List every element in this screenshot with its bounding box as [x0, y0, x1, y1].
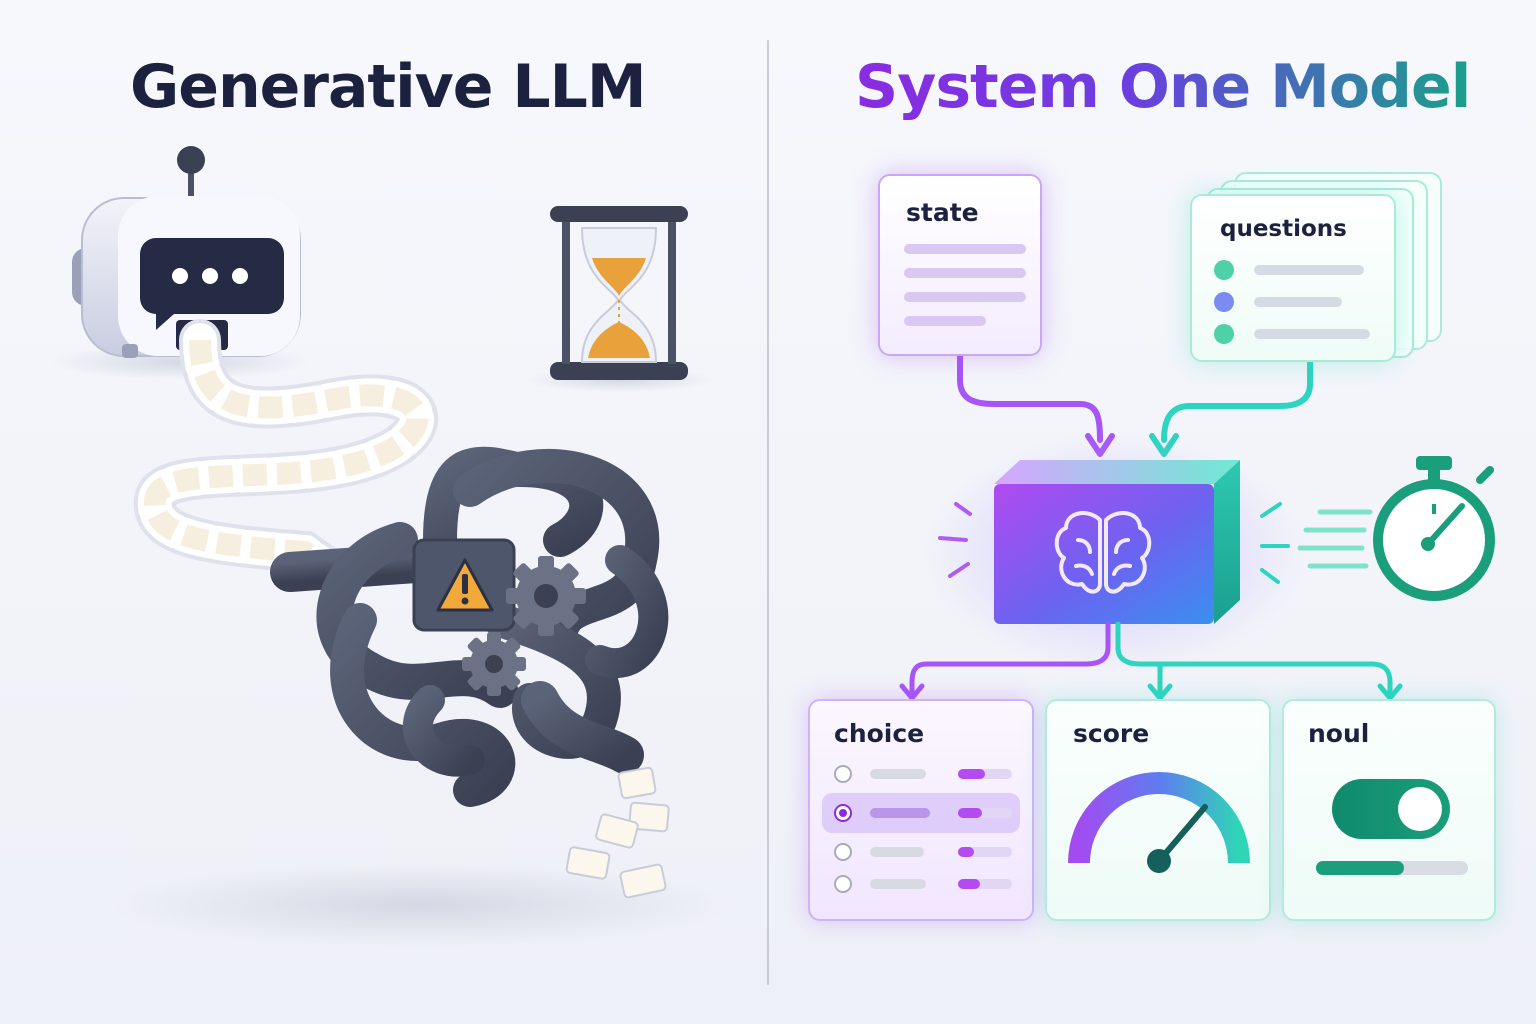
- noul-card: noul: [1282, 699, 1496, 921]
- token-strip: [133, 319, 438, 591]
- panel-divider: [767, 40, 769, 985]
- left-illustration: [50, 146, 730, 947]
- right-title: System One Model: [855, 52, 1471, 122]
- choice-meter: [958, 769, 1012, 779]
- questions-card: questions: [1190, 194, 1396, 362]
- choice-label: choice: [834, 719, 925, 748]
- choice-radio[interactable]: [834, 875, 852, 893]
- state-line: [904, 268, 1026, 278]
- model-cube: [994, 460, 1240, 624]
- stopwatch-icon: [1297, 456, 1495, 601]
- warning-icon: [436, 558, 494, 612]
- choice-line: [870, 879, 926, 889]
- choice-radio[interactable]: [834, 843, 852, 861]
- score-label: score: [1073, 719, 1150, 748]
- state-card: state: [878, 174, 1042, 356]
- choice-card: choice: [808, 699, 1034, 921]
- question-line: [1254, 297, 1342, 307]
- choice-meter: [958, 808, 1012, 818]
- choice-meter: [958, 847, 1012, 857]
- robot-icon: [72, 146, 301, 358]
- state-label: state: [906, 198, 979, 227]
- question-dot: [1214, 324, 1234, 344]
- state-line: [904, 244, 1026, 254]
- choice-line: [870, 769, 926, 779]
- sparks-right: [1260, 502, 1290, 584]
- gear-icon-small: [462, 632, 526, 696]
- gear-icon: [506, 556, 586, 636]
- questions-label: questions: [1220, 216, 1347, 242]
- score-card: score: [1045, 699, 1271, 921]
- question-line: [1254, 265, 1364, 275]
- left-title: Generative LLM: [130, 52, 647, 122]
- choice-line: [870, 808, 930, 818]
- question-line: [1254, 329, 1370, 339]
- toggle-icon[interactable]: [1332, 779, 1450, 839]
- toggle-knob: [1398, 787, 1442, 831]
- sparks-left: [938, 502, 972, 578]
- choice-radio[interactable]: [834, 765, 852, 783]
- questions-arrow: [1149, 359, 1313, 457]
- brain-icon: [1054, 511, 1152, 594]
- choice-radio-selected[interactable]: [834, 804, 852, 822]
- output-arrows: [899, 621, 1403, 701]
- tangled-pipes: [270, 446, 669, 807]
- hourglass-icon: [550, 206, 688, 380]
- noul-progress: [1316, 861, 1468, 875]
- choice-line: [870, 847, 924, 857]
- state-arrow: [957, 353, 1115, 457]
- noul-label: noul: [1308, 719, 1370, 748]
- question-dot: [1214, 260, 1234, 280]
- question-dot: [1214, 292, 1234, 312]
- falling-tokens: [565, 766, 670, 899]
- state-line: [904, 292, 1026, 302]
- gauge-icon: [1068, 772, 1250, 873]
- choice-meter: [958, 879, 1012, 889]
- state-line: [904, 316, 986, 326]
